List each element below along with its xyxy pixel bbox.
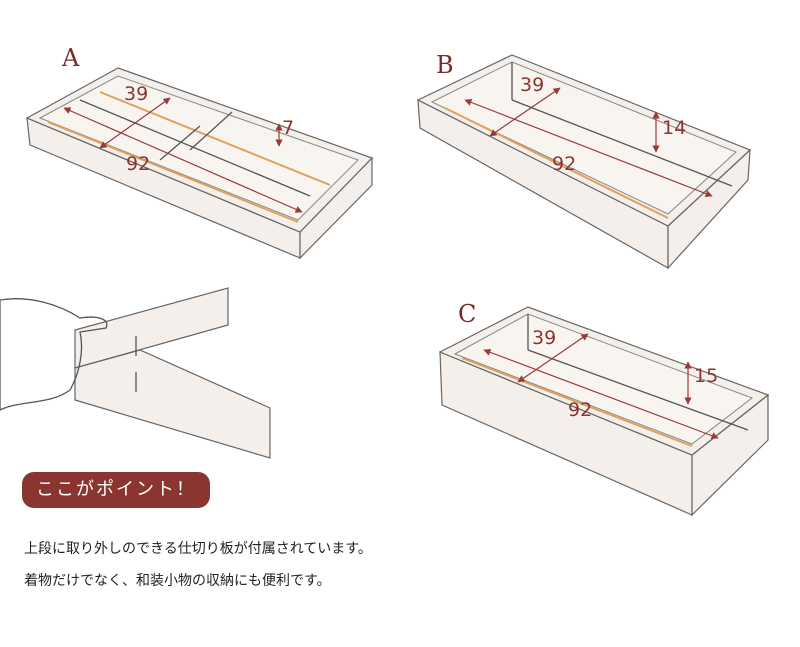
dimension-height-a: 7 <box>282 117 294 139</box>
description-line-2: 着物だけでなく、和装小物の収納にも便利です。 <box>24 573 331 589</box>
point-badge: ここがポイント！ <box>22 472 210 508</box>
divider-board-illustration <box>0 287 271 459</box>
figure-label-a: A <box>61 44 80 72</box>
figure-label-c: C <box>458 300 476 328</box>
tray-c-illustration: C 39 92 15 <box>438 300 770 517</box>
dimension-height-b: 14 <box>662 117 686 139</box>
description-line-1: 上段に取り外しのできる仕切り板が付属されています。 <box>24 541 372 557</box>
dimension-length-b: 92 <box>552 153 576 175</box>
dimension-width-a: 39 <box>124 83 148 105</box>
hand-icon <box>0 298 108 411</box>
tray-b-illustration: B 39 92 14 <box>416 51 752 270</box>
dimension-length-a: 92 <box>126 153 150 175</box>
dimension-length-c: 92 <box>568 399 592 421</box>
figure-label-b: B <box>436 51 454 79</box>
dimension-height-c: 15 <box>694 365 718 387</box>
dimension-width-b: 39 <box>520 74 544 96</box>
tray-a-illustration: A 39 92 7 <box>25 44 374 260</box>
dimension-width-c: 39 <box>532 327 556 349</box>
